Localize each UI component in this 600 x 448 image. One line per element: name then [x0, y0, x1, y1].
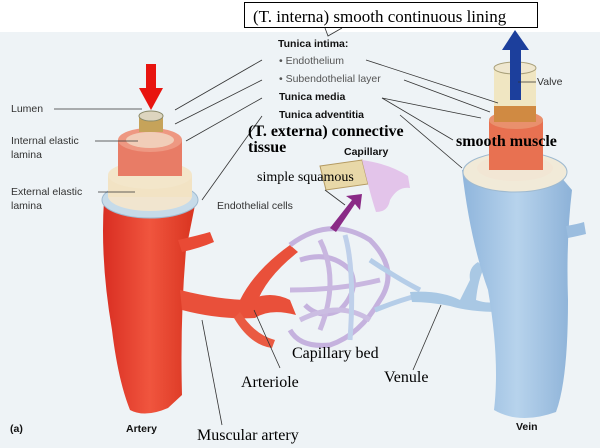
vein-label: Vein — [516, 421, 538, 433]
capillary-arrow — [330, 194, 362, 232]
endothelium-label: • Endothelium — [279, 55, 344, 67]
muscular-artery-annotation: Muscular artery — [197, 427, 299, 444]
external-elastic-lamina-label-line2: lamina — [11, 200, 42, 212]
subendothelial-layer-label: • Subendothelial layer — [279, 73, 381, 85]
internal-elastic-lamina-label-line1: Internal elastic — [11, 135, 79, 147]
panel-label: (a) — [10, 423, 23, 435]
lumen-label: Lumen — [11, 103, 44, 115]
artery-label: Artery — [126, 423, 157, 435]
blood-flow-out-arrow — [502, 30, 529, 100]
tunica-media-label: Tunica media — [279, 91, 346, 103]
blood-flow-in-arrow — [139, 64, 163, 110]
callout-text: (T. interna) smooth continuous lining — [253, 7, 507, 26]
tunica-externa-annotation-line1: (T. externa) connective — [248, 123, 404, 140]
capillary-bed — [287, 226, 422, 348]
endothelial-cells-label: Endothelial cells — [217, 200, 293, 212]
simple-squamous-annotation: simple squamous — [257, 170, 354, 185]
internal-elastic-lamina-label-line2: lamina — [11, 149, 42, 161]
capillary-heading: Capillary — [344, 146, 389, 158]
artery — [101, 110, 298, 414]
tunica-externa-annotation-line2: tissue — [248, 139, 287, 156]
valve-label: Valve — [537, 76, 563, 88]
external-elastic-lamina-label-line1: External elastic — [11, 186, 83, 198]
smooth-muscle-annotation: smooth muscle — [456, 133, 557, 150]
leader-lines — [54, 27, 536, 426]
capillary-inset — [319, 159, 410, 232]
capillary-bed-annotation: Capillary bed — [292, 345, 379, 362]
arteriole-annotation: Arteriole — [241, 374, 299, 391]
tunica-interna-callout: (T. interna) smooth continuous lining — [244, 2, 538, 28]
tunica-adventitia-label: Tunica adventitia — [279, 109, 364, 121]
tunica-intima-heading: Tunica intima: — [278, 38, 349, 50]
venule — [410, 262, 500, 312]
venule-annotation: Venule — [384, 369, 429, 386]
vein — [462, 61, 586, 419]
